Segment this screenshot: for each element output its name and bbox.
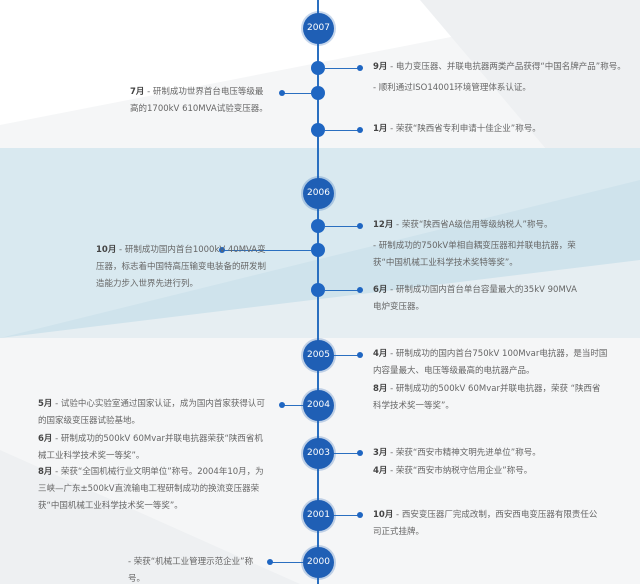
- event-2005-04: 4月 - 研制成功的国内首台750kV 100Mvar电抗器，是当时国内容量最大…: [373, 349, 608, 376]
- year-badge-2004[interactable]: 2004: [303, 390, 334, 421]
- event-2007-09: 9月 - 电力变压器、并联电抗器两类产品获得“中国名牌产品”称号。: [373, 62, 626, 72]
- timeline-node: [311, 86, 325, 100]
- year-badge-2006[interactable]: 2006: [303, 178, 334, 209]
- event-2006-750kv: - 研制成功的750kV单相自耦变压器和并联电抗器，荣获“中国机械工业科学技术奖…: [373, 241, 576, 268]
- connector: [334, 355, 359, 356]
- event-2004-06: 6月 - 研制成功的500kV 60Mvar并联电抗器荣获“陕西省机械工业科学技…: [38, 434, 263, 461]
- connector: [270, 562, 303, 563]
- connector: [222, 250, 311, 251]
- year-badge-2007[interactable]: 2007: [303, 13, 334, 44]
- connector: [325, 226, 359, 227]
- event-2006-06: 6月 - 研制成功国内首台单台容量最大的35kV 90MVA电炉变压器。: [373, 285, 577, 312]
- timeline-node: [311, 243, 325, 257]
- timeline-node: [311, 61, 325, 75]
- connector: [325, 290, 359, 291]
- connector-dot: [357, 512, 363, 518]
- event-2006-10: 10月 - 研制成功国内首台1000kV 40MVA变压器，标志着中国特高压输变…: [96, 245, 267, 289]
- year-badge-2003[interactable]: 2003: [303, 438, 334, 469]
- connector: [334, 453, 359, 454]
- timeline-node: [311, 123, 325, 137]
- connector-dot: [279, 90, 285, 96]
- event-2003-03: 3月 - 荣获“西安市精神文明先进单位”称号。: [373, 448, 541, 458]
- event-2006-12: 12月 - 荣获“陕西省A级信用等级纳税人”称号。: [373, 220, 553, 230]
- event-2007-iso: - 顺利通过ISO14001环境管理体系认证。: [373, 83, 531, 93]
- connector: [282, 93, 311, 94]
- connector-dot: [357, 127, 363, 133]
- timeline-node: [311, 219, 325, 233]
- event-2001-10: 10月 - 西安变压器厂完成改制，西安西电变压器有限责任公司正式挂牌。: [373, 510, 598, 537]
- year-badge-2005[interactable]: 2005: [303, 340, 334, 371]
- year-badge-2000[interactable]: 2000: [303, 547, 334, 578]
- event-2004-05: 5月 - 试验中心实验室通过国家认证，成为国内首家获得认可的国家级变压器试验基地…: [38, 399, 265, 426]
- event-2007-07: 7月 - 研制成功世界首台电压等级最高的1700kV 610MVA试验变压器。: [130, 87, 268, 114]
- connector-dot: [267, 559, 273, 565]
- connector-dot: [219, 247, 225, 253]
- event-2004-08: 8月 - 荣获“全国机械行业文明单位”称号。2004年10月，为三峡—广东±50…: [38, 467, 264, 511]
- connector: [334, 515, 359, 516]
- year-badge-2001[interactable]: 2001: [303, 500, 334, 531]
- timeline-node: [311, 283, 325, 297]
- event-2003-04: 4月 - 荣获“西安市纳税守信用企业”称号。: [373, 466, 533, 476]
- connector-dot: [357, 287, 363, 293]
- event-2005-08: 8月 - 研制成功的500kV 60Mvar并联电抗器，荣获 “陕西省科学技术奖…: [373, 384, 601, 411]
- connector: [325, 130, 359, 131]
- connector-dot: [357, 65, 363, 71]
- connector-dot: [357, 223, 363, 229]
- connector-dot: [357, 450, 363, 456]
- connector: [325, 68, 359, 69]
- connector-dot: [357, 352, 363, 358]
- event-2007-01: 1月 - 荣获“陕西省专利申请十佳企业”称号。: [373, 124, 541, 134]
- event-2000: - 荣获“机械工业管理示范企业”称号。: [128, 557, 254, 584]
- connector: [282, 405, 303, 406]
- connector-dot: [279, 402, 285, 408]
